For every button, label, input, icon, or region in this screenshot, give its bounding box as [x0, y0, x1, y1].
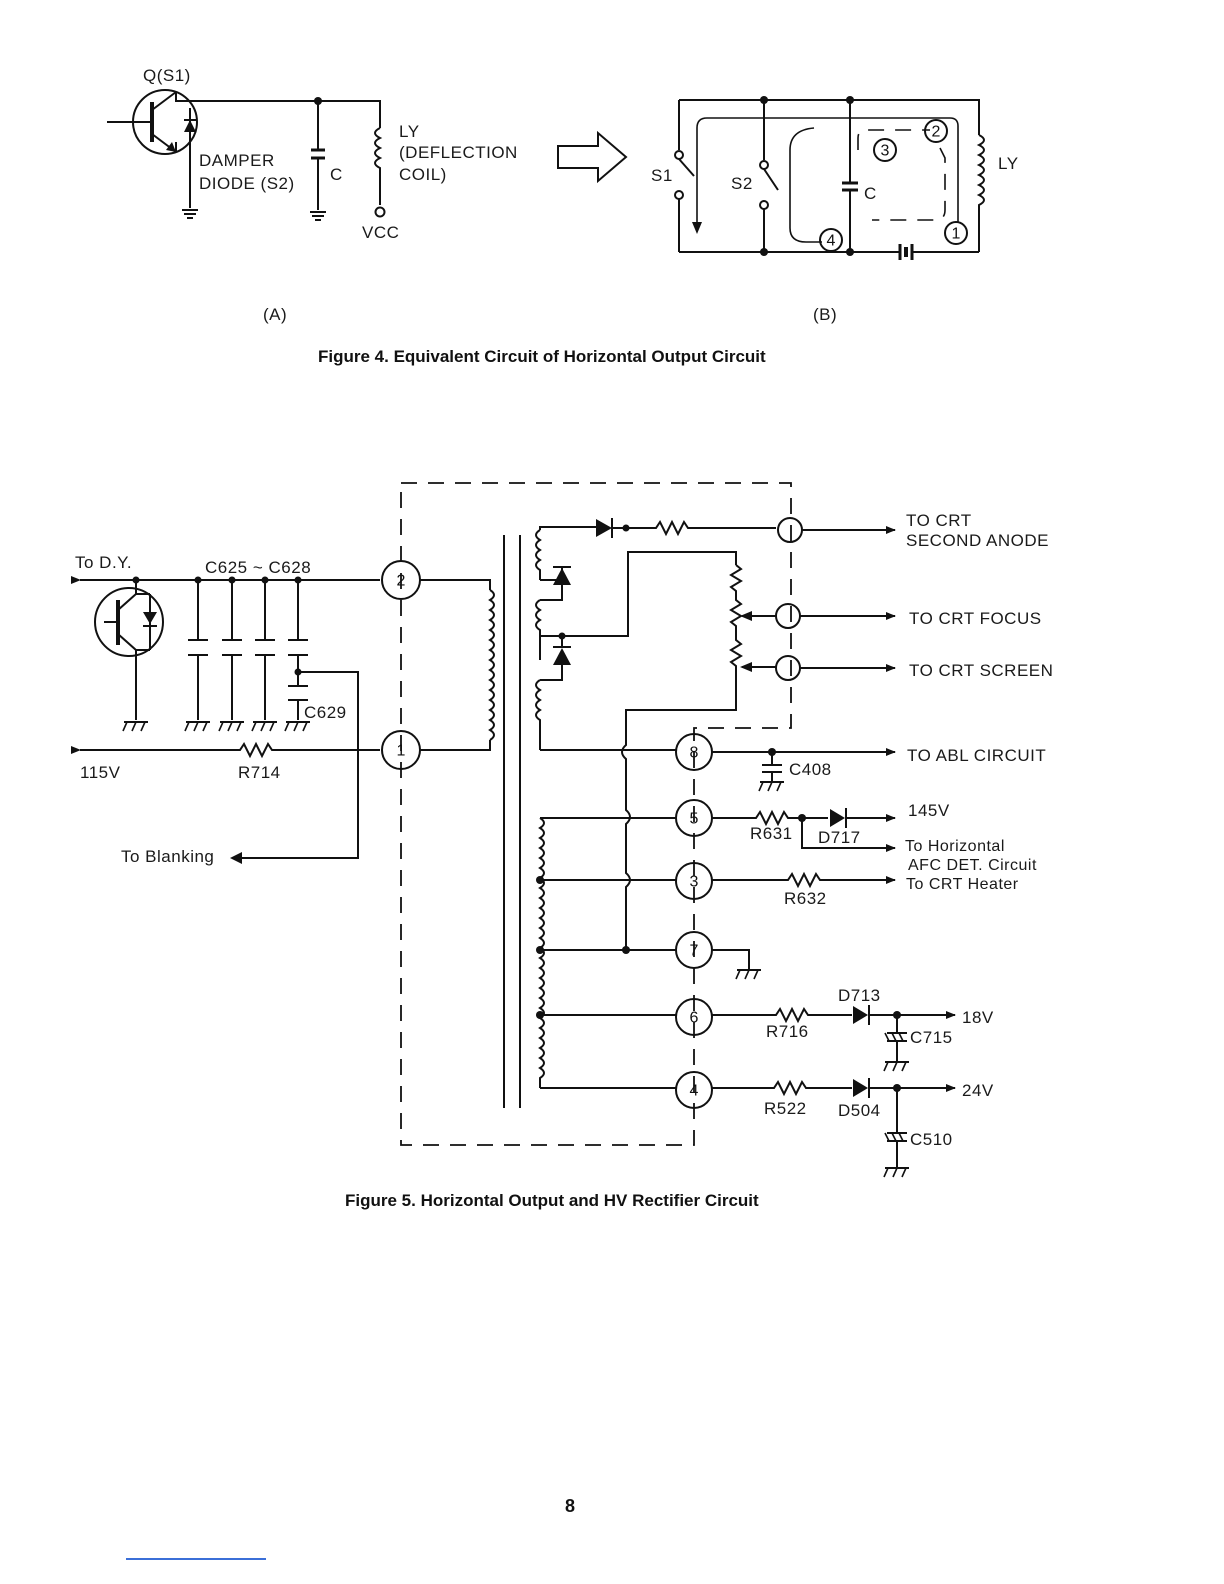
coil-label-line3: COIL) [399, 165, 447, 184]
path-marker-4: 4 [819, 228, 843, 252]
anode-label-line1: TO CRT [906, 511, 972, 530]
r632-label: R632 [784, 889, 827, 908]
path-marker-3: 3 [873, 138, 897, 162]
capacitor-label: C [330, 165, 343, 184]
ground-symbol [218, 721, 244, 732]
ground-symbol [184, 721, 210, 732]
abl-label: TO ABL CIRCUIT [907, 746, 1046, 765]
svg-text:6: 6 [690, 1010, 699, 1027]
v145-label: 145V [908, 801, 950, 820]
ground-symbol [122, 721, 148, 732]
pin-7: 7 [675, 931, 713, 969]
screen-terminal [775, 655, 801, 681]
afc-label-line1: To Horizontal [905, 838, 1005, 855]
hv-anode-terminal [777, 517, 803, 543]
svg-text:5: 5 [690, 811, 699, 828]
svg-text:2: 2 [397, 573, 406, 590]
subfigure-a-label: (A) [263, 305, 287, 324]
svg-text:1: 1 [397, 743, 406, 760]
ground-symbol [883, 1167, 909, 1178]
focus-label: TO CRT FOCUS [909, 609, 1042, 628]
focus-terminal [775, 603, 801, 629]
ground-symbol [182, 209, 198, 219]
ground-symbol [251, 721, 277, 732]
svg-text:4: 4 [827, 233, 836, 250]
coil-label-line2: (DEFLECTION [399, 143, 518, 162]
d713-label: D713 [838, 986, 881, 1005]
vcc-label: VCC [362, 223, 399, 242]
v115-label: 115V [80, 763, 121, 782]
ground-symbol [883, 1061, 909, 1072]
path-marker-2: 2 [924, 119, 948, 143]
pin-4: 4 [675, 1071, 713, 1109]
figure4-circuit-b: S1 S2 C LY 1 2 3 4 (B) [651, 96, 1019, 324]
s2-label: S2 [731, 174, 753, 193]
transformer-boundary [400, 482, 792, 1146]
c629-label: C629 [304, 703, 347, 722]
r522-label: R522 [764, 1099, 807, 1118]
figure4-circuit-a: Q(S1) DAMPER DIODE (S2) [107, 66, 518, 324]
d717-label: D717 [818, 828, 861, 847]
capacitor-b-label: C [864, 184, 877, 203]
path-marker-1: 1 [944, 221, 968, 245]
afc-label-line2: AFC DET. Circuit [908, 857, 1037, 874]
figure5-caption: Figure 5. Horizontal Output and HV Recti… [345, 1191, 759, 1210]
pin-2: 2 [381, 560, 421, 600]
svg-text:8: 8 [690, 745, 699, 762]
anode-label-line2: SECOND ANODE [906, 531, 1049, 550]
damper-label-line2: DIODE (S2) [199, 174, 295, 193]
ground-symbol [310, 211, 326, 221]
transistor-label: Q(S1) [143, 66, 191, 85]
screen-label: TO CRT SCREEN [909, 661, 1053, 680]
svg-text:7: 7 [690, 943, 699, 960]
figure5-circuit: To D.Y. C625 ~ C628 [71, 482, 1053, 1178]
ly-b-label: LY [998, 154, 1019, 173]
c715-label: C715 [910, 1028, 953, 1047]
to-blanking-label: To Blanking [121, 847, 214, 866]
capacitor-group-label: C625 ~ C628 [205, 558, 311, 577]
capacitor-bank [188, 576, 359, 864]
to-dy-label: To D.Y. [75, 553, 132, 572]
equivalence-arrow [557, 130, 628, 184]
subfigure-b-label: (B) [813, 305, 837, 324]
svg-text:2: 2 [932, 124, 941, 141]
r714-label: R714 [238, 763, 281, 782]
page-number: 8 [565, 1496, 575, 1516]
s1-label: S1 [651, 166, 673, 185]
ground-symbol [758, 781, 784, 792]
footer-rule [126, 1558, 266, 1560]
r631-label: R631 [750, 824, 793, 843]
c510-label: C510 [910, 1130, 953, 1149]
svg-text:4: 4 [690, 1083, 699, 1100]
c408-label: C408 [789, 760, 832, 779]
damper-label-line1: DAMPER [199, 151, 275, 170]
heater-label: To CRT Heater [906, 876, 1019, 893]
output-transistor-symbol [94, 576, 164, 720]
svg-text:3: 3 [690, 874, 699, 891]
r716-label: R716 [766, 1022, 809, 1041]
transistor-q-s1-symbol [107, 89, 198, 155]
pin-5: 5 [675, 799, 713, 837]
v24-label: 24V [962, 1081, 994, 1100]
pin-6: 6 [675, 998, 713, 1036]
svg-text:3: 3 [881, 143, 890, 160]
coil-label-line1: LY [399, 122, 420, 141]
ground-symbol [284, 721, 310, 732]
d504-label: D504 [838, 1101, 881, 1120]
figure4-caption: Figure 4. Equivalent Circuit of Horizont… [318, 347, 766, 366]
v18-label: 18V [962, 1008, 994, 1027]
ground-symbol [735, 969, 761, 980]
svg-text:1: 1 [952, 226, 961, 243]
